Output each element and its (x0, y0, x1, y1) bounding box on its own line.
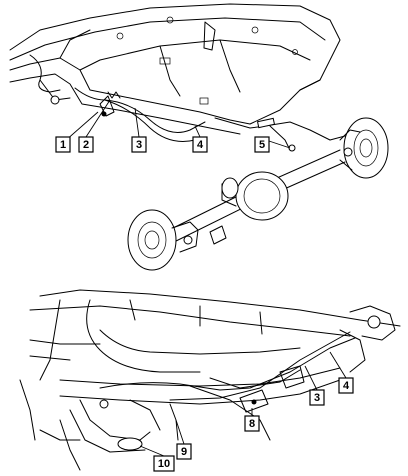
callout-box-10 (153, 455, 175, 472)
callout-label-4: 4 (197, 139, 204, 151)
callout-label-4-bottom: 4 (343, 380, 350, 392)
rear-axle-assembly (127, 117, 389, 271)
callout-label-3-bottom: 3 (314, 392, 320, 404)
callout-box-1 (55, 136, 71, 153)
callout-box-8 (244, 415, 260, 432)
callout-box-4 (192, 136, 208, 153)
callout-box-3 (131, 136, 147, 153)
bottom-underbody-assembly (19, 289, 401, 471)
bottom-callouts: 3 4 8 9 10 (139, 351, 354, 472)
callout-box-2 (78, 136, 94, 153)
callout-box-9 (176, 443, 192, 460)
callout-label-5: 5 (259, 139, 265, 151)
callout-box-5 (254, 136, 270, 153)
callout-label-8: 8 (249, 418, 255, 430)
top-frame-assembly (9, 3, 341, 152)
callout-label-9: 9 (181, 446, 187, 458)
callout-label-10: 10 (158, 458, 170, 470)
callout-label-2: 2 (83, 139, 89, 151)
top-callouts: 1 2 3 4 5 (55, 99, 291, 153)
callout-box-3-bottom (309, 389, 325, 406)
callout-box-4-bottom (338, 377, 354, 394)
callout-label-1: 1 (60, 139, 66, 151)
callout-label-3: 3 (136, 139, 142, 151)
